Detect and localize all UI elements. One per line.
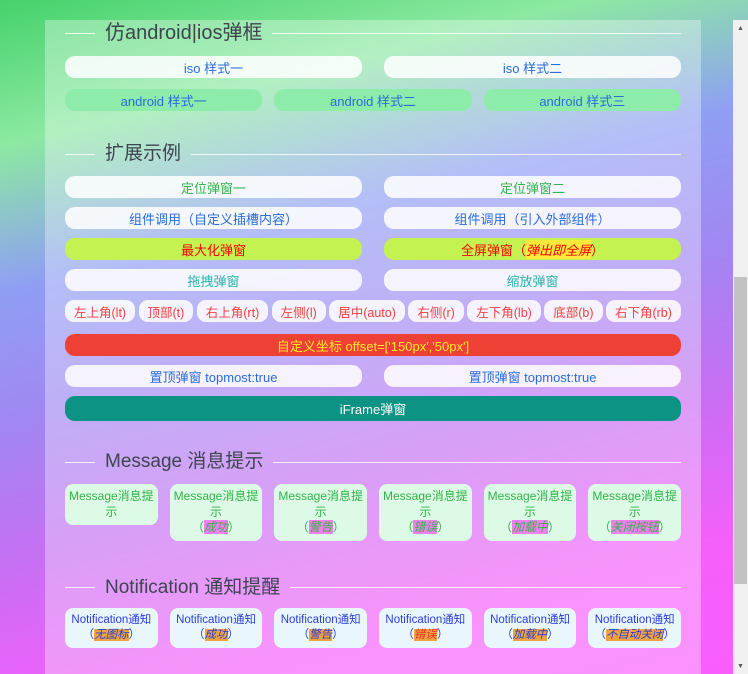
message-tag: 警告 [308,520,333,535]
message-card-label: Message消息提示 [173,489,259,519]
btn-message-error[interactable]: Message消息提示 （错误） [379,484,472,541]
fullscreen-label-em: 弹出即全屏 [525,239,591,259]
btn-message-success[interactable]: Message消息提示 （成功） [169,484,263,541]
btn-component-slot[interactable]: 组件调用（自定义插槽内容） [65,207,362,229]
btn-message-closebtn[interactable]: Message消息提示 （关闭按钮） [588,484,682,541]
btn-iframe-popup[interactable]: iFrame弹窗 [65,396,681,421]
btn-message-loading[interactable]: Message消息提示 （加载中） [483,484,577,541]
message-card-label: Message消息提示 [592,489,678,519]
header-dash [65,153,95,155]
btn-notification-noicon[interactable]: Notification通知 （无图标） [65,607,158,648]
fullscreen-label-pre: 全屏弹窗（ [460,242,526,258]
notification-cards-row: Notification通知 （无图标） Notification通知 （成功）… [65,607,682,648]
btn-pos-left[interactable]: 左侧(l) [271,300,326,322]
message-tag: 错误 [413,520,438,535]
btn-android-style-2[interactable]: android 样式二 [274,89,472,111]
header-line [290,587,681,589]
header-dash [65,32,95,34]
message-card-label: Message消息提示 [68,489,154,519]
corner-buttons-row: 左上角(lt) 顶部(t) 右上角(rt) 左侧(l) 居中(auto) 右侧(… [65,300,681,322]
btn-position-popup-2[interactable]: 定位弹窗二 [384,176,681,198]
header-dash [65,461,95,463]
btn-fullscreen-popup[interactable]: 全屏弹窗（弹出即全屏） [384,238,681,260]
header-line [272,32,681,34]
notification-card-label: Notification通知 [176,613,256,626]
btn-ios-style-2[interactable]: iso 样式二 [384,56,681,78]
header-line [273,461,681,463]
btn-drag-popup[interactable]: 拖拽弹窗 [65,269,362,291]
vertical-scrollbar[interactable]: ▲ ▼ [733,20,748,674]
notification-tag: 错误 [413,628,437,641]
btn-notification-loading[interactable]: Notification通知 （加载中） [483,607,577,648]
btn-resize-popup[interactable]: 缩放弹窗 [384,269,681,291]
scroll-down-icon[interactable]: ▼ [737,662,744,670]
btn-message-warning[interactable]: Message消息提示 （警告） [274,484,368,541]
btn-pos-center[interactable]: 居中(auto) [329,300,405,322]
btn-notification-warning[interactable]: Notification通知 （警告） [274,607,368,648]
message-card-label: Message消息提示 [487,489,573,519]
section-title: 扩展示例 [105,143,182,164]
btn-notification-noautoclose[interactable]: Notification通知 （不自动关闭） [588,607,682,648]
message-tag: 加载中 [512,520,549,535]
message-card-label: Message消息提示 [383,489,468,519]
btn-pos-right-bottom[interactable]: 右下角(rb) [605,300,681,322]
btn-message-default[interactable]: Message消息提示 [65,484,158,526]
btn-ios-style-1[interactable]: iso 样式一 [65,56,362,78]
message-cards-row: Message消息提示 Message消息提示 （成功） Message消息提示… [65,484,682,541]
section-header-android-ios: 仿android|ios弹框 [65,20,681,46]
btn-component-external[interactable]: 组件调用（引入外部组件） [384,207,681,229]
section-title: Notification 通知提醒 [105,576,281,598]
section-header-notification: Notification 通知提醒 [65,575,681,601]
btn-pos-top[interactable]: 顶部(t) [138,300,194,322]
notification-card-label: Notification通知 [594,613,675,626]
btn-notification-error[interactable]: Notification通知 （错误） [379,607,472,648]
btn-android-style-3[interactable]: android 样式三 [483,89,681,111]
notification-card-label: Notification通知 [71,613,152,626]
btn-topmost-1[interactable]: 置顶弹窗 topmost:true [65,365,362,387]
notification-tag: 加载中 [512,628,548,641]
page-content: 仿android|ios弹框 iso 样式一 iso 样式二 android 样… [45,20,701,674]
message-card-label: Message消息提示 [278,489,364,519]
btn-maximize-popup[interactable]: 最大化弹窗 [65,238,362,260]
notification-tag: 不自动关闭 [605,628,664,641]
message-tag: 成功 [204,520,229,535]
section-header-message: Message 消息提示 [65,449,681,475]
notification-card-label: Notification通知 [385,613,466,626]
btn-pos-bottom[interactable]: 底部(b) [544,300,603,322]
header-line [191,153,681,155]
section-title: 仿android|ios弹框 [105,22,263,44]
btn-pos-left-bottom[interactable]: 左下角(lb) [467,300,541,322]
btn-custom-offset[interactable]: 自定义坐标 offset=['150px','50px'] [65,334,681,356]
btn-position-popup-1[interactable]: 定位弹窗一 [65,176,362,198]
section-header-extended: 扩展示例 [65,141,681,167]
btn-notification-success[interactable]: Notification通知 （成功） [169,607,263,648]
btn-pos-right-top[interactable]: 右上角(rt) [196,300,269,322]
btn-android-style-1[interactable]: android 样式一 [65,89,263,111]
scrollbar-thumb[interactable] [734,277,747,584]
notification-card-label: Notification通知 [490,613,570,626]
message-tag: 关闭按钮 [610,520,659,535]
notification-tag: 警告 [309,628,333,641]
fullscreen-label-post: ） [591,242,605,258]
notification-tag: 成功 [204,628,228,641]
btn-pos-left-top[interactable]: 左上角(lt) [65,300,136,322]
section-title: Message 消息提示 [105,451,264,472]
scroll-up-icon[interactable]: ▲ [737,24,744,32]
header-dash [65,587,95,589]
notification-card-label: Notification通知 [280,613,361,626]
notification-tag: 无图标 [94,628,129,641]
btn-pos-right[interactable]: 右侧(r) [408,300,464,322]
btn-topmost-2[interactable]: 置顶弹窗 topmost:true [384,365,681,387]
